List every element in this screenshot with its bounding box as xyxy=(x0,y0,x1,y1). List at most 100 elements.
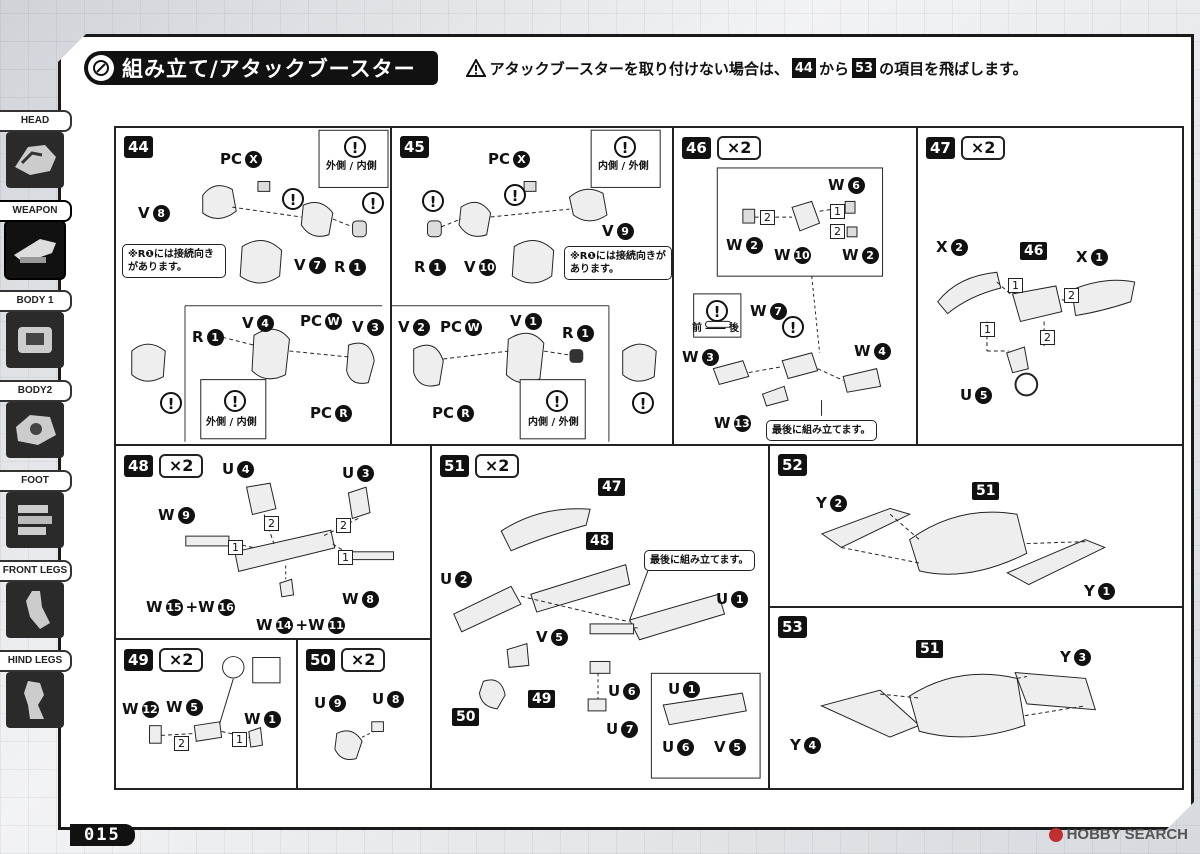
step-51-heading: 51 ×2 xyxy=(440,454,520,478)
caution-icon: ! xyxy=(160,392,182,414)
step-51-diagram xyxy=(453,508,761,779)
body2-thumbnail-icon xyxy=(6,402,64,458)
order-box-2: 2 xyxy=(830,224,845,239)
order-box-1: 1 xyxy=(228,540,243,555)
order-box-2: 2 xyxy=(336,518,351,533)
sidebar-item-body1[interactable]: BODY 1 xyxy=(0,290,76,375)
label-outer-inner: 外側 / 内側 xyxy=(206,416,257,429)
step-number: 48 xyxy=(124,455,153,477)
caution-icon: ! xyxy=(782,316,804,338)
note-assemble-last: 最後に組み立てます。 xyxy=(644,550,755,571)
sidebar-item-foot[interactable]: FOOT xyxy=(0,470,76,555)
order-box-1: 1 xyxy=(980,322,995,337)
wrench-icon xyxy=(88,55,114,81)
step-45-diagram xyxy=(392,129,661,442)
ref-step-50: 50 xyxy=(452,708,480,726)
order-box-2: 2 xyxy=(174,736,189,751)
order-box-2: 2 xyxy=(1064,288,1079,303)
quantity-multiplier: ×2 xyxy=(158,454,204,478)
label-inner-outer: 内側 / 外側 xyxy=(528,416,579,429)
order-box-1: 1 xyxy=(830,204,845,219)
label-inner-outer: 内側 / 外側 xyxy=(598,160,649,173)
caution-icon: ! xyxy=(504,184,526,206)
weapon-thumbnail-icon xyxy=(6,222,64,278)
quantity-multiplier: ×2 xyxy=(474,454,520,478)
sidebar-item-label: BODY 1 xyxy=(0,290,72,312)
notice-suffix: の項目を飛ばします。 xyxy=(879,59,1028,78)
caution-icon: ! xyxy=(282,188,304,210)
quantity-multiplier: ×2 xyxy=(960,136,1006,160)
order-box-2: 2 xyxy=(760,210,775,225)
note-r1-direction: ※R❶には接続向きがあります。 xyxy=(564,246,672,280)
ref-step-49: 49 xyxy=(528,690,556,708)
sidebar-item-label: FRONT LEGS xyxy=(0,560,72,582)
caution-icon: ! xyxy=(706,300,728,322)
note-r1-direction: ※R❶には接続向きがあります。 xyxy=(122,244,226,278)
caution-icon: ! xyxy=(362,192,384,214)
step-53-diagram xyxy=(819,672,1097,738)
label-front-back: 前 ―― 後 xyxy=(692,323,739,334)
caution-icon: ! xyxy=(546,390,568,412)
step-48-heading: 48 ×2 xyxy=(124,454,204,478)
sidebar-item-front-legs[interactable]: FRONT LEGS xyxy=(0,560,76,645)
foot-thumbnail-icon xyxy=(6,492,64,548)
head-thumbnail-icon xyxy=(6,132,64,188)
caution-icon: ! xyxy=(344,136,366,158)
step-44-diagram xyxy=(131,129,389,442)
step-53-heading: 53 xyxy=(778,616,807,638)
order-box-2: 2 xyxy=(1040,330,1055,345)
caution-icon: ! xyxy=(422,190,444,212)
ref-step-51: 51 xyxy=(972,482,1000,500)
watermark-text: HOBBY SEARCH xyxy=(1066,826,1188,843)
step-47-heading: 47 ×2 xyxy=(926,136,1006,160)
sidebar-item-body2[interactable]: BODY2 xyxy=(0,380,76,465)
step-50-heading: 50 ×2 xyxy=(306,648,386,672)
step-number: 51 xyxy=(440,455,469,477)
notice-step-to: 53 xyxy=(852,58,877,78)
sidebar-item-weapon[interactable]: WEAPON xyxy=(0,200,76,285)
order-box-1: 1 xyxy=(338,550,353,565)
step-50-diagram xyxy=(334,721,384,760)
body1-thumbnail-icon xyxy=(6,312,64,368)
step-52-diagram xyxy=(820,507,1106,586)
warning-icon xyxy=(465,59,486,77)
step-46-heading: 46 ×2 xyxy=(682,136,762,160)
sidebar-item-hind-legs[interactable]: HIND LEGS xyxy=(0,650,76,735)
sidebar-item-label: WEAPON xyxy=(0,200,72,222)
step-number: 44 xyxy=(124,136,153,158)
hobby-search-logo-icon xyxy=(1048,827,1063,842)
quantity-multiplier: ×2 xyxy=(340,648,386,672)
sidebar-item-head[interactable]: HEAD xyxy=(0,110,76,195)
caution-icon: ! xyxy=(614,136,636,158)
